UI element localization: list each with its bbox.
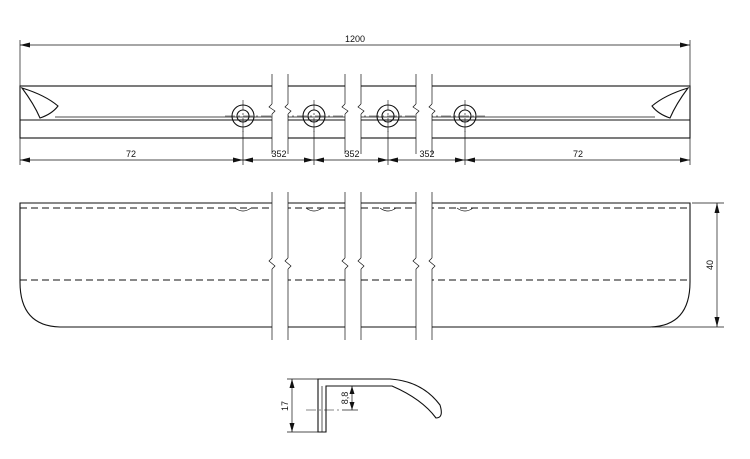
height-dimension: 40 <box>652 202 724 328</box>
mounting-hole-1 <box>231 100 255 132</box>
overall-length-dimension: 1200 <box>19 34 691 86</box>
handle-profile <box>317 378 442 433</box>
right-offset-label: 72 <box>573 149 583 159</box>
profile-offset-label: 8,8 <box>340 392 350 405</box>
mounting-hole-3 <box>376 100 400 132</box>
height-label: 40 <box>705 260 715 270</box>
profile-height-label: 17 <box>280 401 290 411</box>
top-view-break-lines <box>268 74 436 154</box>
front-view-break-lines <box>268 192 436 340</box>
spacing-label-1: 352 <box>271 149 286 159</box>
mounting-hole-4 <box>453 100 477 132</box>
overall-length-label: 1200 <box>345 34 365 44</box>
front-view <box>19 192 691 340</box>
profile-view <box>306 378 442 433</box>
mounting-hole-2 <box>302 100 326 132</box>
profile-dimensions: 17 8,8 <box>280 378 358 433</box>
left-offset-label: 72 <box>126 149 136 159</box>
right-end-curl <box>651 86 690 119</box>
spacing-label-3: 352 <box>419 149 434 159</box>
left-end-curl <box>20 86 59 119</box>
top-view <box>19 74 691 154</box>
hole-spacing-dimensions: 72 352 352 352 72 <box>19 128 691 165</box>
spacing-label-2: 352 <box>344 149 359 159</box>
